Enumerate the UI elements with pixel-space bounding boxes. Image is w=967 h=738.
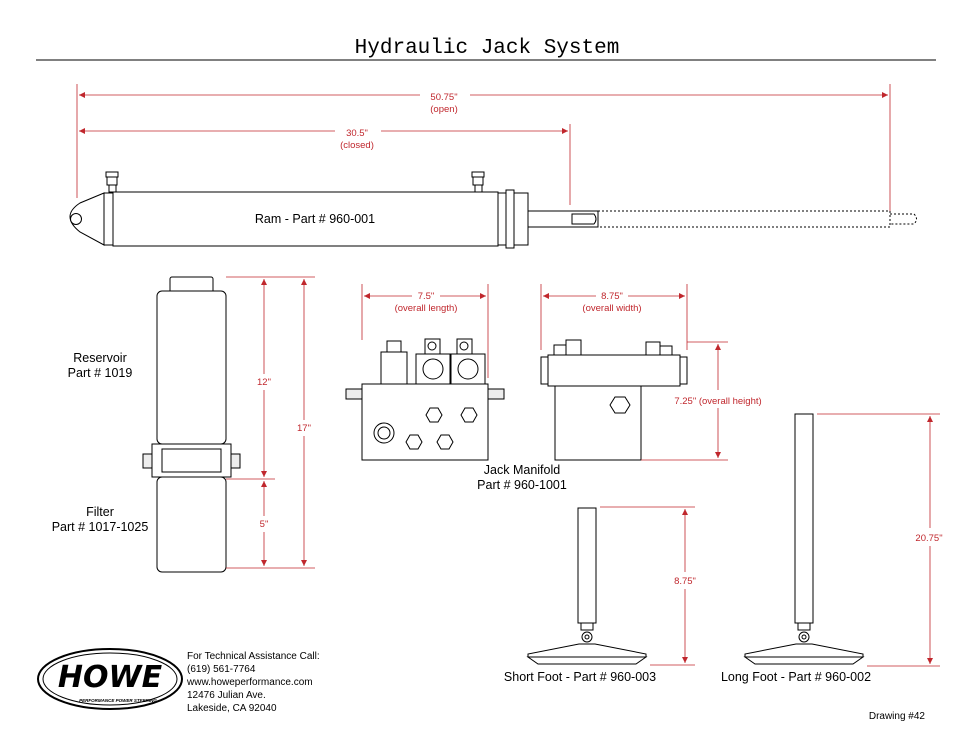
- manifold-label: Jack Manifold: [484, 463, 560, 477]
- manifold-front-drawing: [345, 338, 505, 461]
- logo-text: HOWE: [58, 660, 163, 695]
- contact-address-line2: Lakeside, CA 92040: [187, 703, 277, 714]
- short-foot-drawing: [526, 507, 648, 665]
- manifold-height-dimension: 7.25" (overall height): [674, 396, 761, 407]
- short-foot-label: Short Foot - Part # 960-003: [504, 670, 656, 684]
- howe-logo: HOWE PERFORMANCE POWER STEERING: [37, 648, 183, 710]
- reservoir-label: Reservoir: [73, 351, 127, 365]
- long-foot-dimension: 20.75": [915, 533, 942, 544]
- reservoir-drawing: [142, 276, 241, 573]
- short-foot-dimension: 8.75": [674, 576, 696, 587]
- filter-label: Filter: [86, 505, 114, 519]
- filter-part-number: Part # 1017-1025: [52, 520, 149, 534]
- manifold-part-number: Part # 960-1001: [477, 478, 567, 492]
- ram-open-dimension: 50.75": [430, 92, 457, 103]
- ram-closed-dimension: 30.5": [346, 128, 368, 139]
- ram-closed-note: (closed): [340, 140, 374, 151]
- contact-website: www.howeperformance.com: [186, 677, 313, 688]
- manifold-length-note: (overall length): [395, 303, 458, 314]
- manifold-width-dimension: 8.75": [601, 291, 623, 302]
- logo-tagline: PERFORMANCE POWER STEERING: [79, 698, 157, 703]
- page-title: Hydraulic Jack System: [355, 37, 620, 60]
- ram-open-note: (open): [430, 104, 457, 115]
- ram-drawing: [69, 84, 917, 249]
- contact-phone: (619) 561-7764: [187, 664, 256, 675]
- drawing-number: Drawing #42: [869, 711, 926, 722]
- ram-label: Ram - Part # 960-001: [255, 212, 375, 226]
- manifold-side-drawing: [540, 339, 688, 461]
- manifold-width-note: (overall width): [582, 303, 641, 314]
- manifold-length-dimension: 7.5": [418, 291, 435, 302]
- long-foot-drawing: [743, 413, 865, 665]
- reservoir-filter-total-dimension: 17": [297, 423, 311, 434]
- reservoir-dimension: 12": [257, 377, 271, 388]
- contact-address-line1: 12476 Julian Ave.: [187, 690, 266, 701]
- long-foot-label: Long Foot - Part # 960-002: [721, 670, 871, 684]
- reservoir-part-number: Part # 1019: [68, 366, 133, 380]
- filter-dimension: 5": [260, 519, 269, 530]
- contact-heading: For Technical Assistance Call:: [187, 651, 320, 662]
